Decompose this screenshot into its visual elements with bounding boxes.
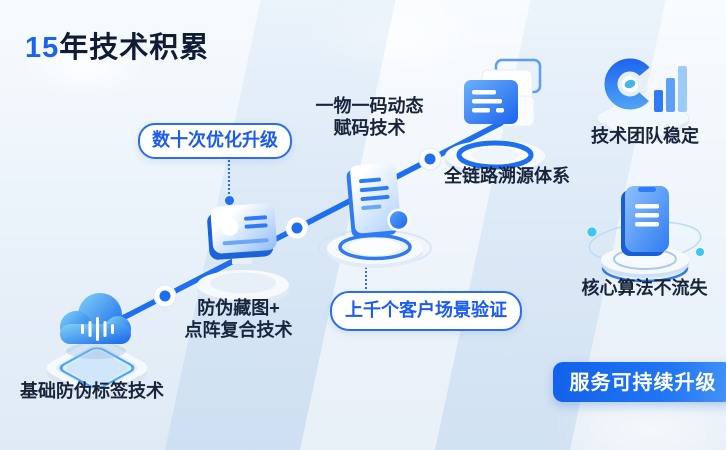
milestone-label: 全链路溯源体系	[444, 166, 570, 186]
milestone-traceability	[438, 52, 553, 182]
chart-icon	[596, 58, 690, 142]
id-card-icon	[197, 203, 289, 306]
dotted-connector	[228, 160, 230, 194]
title-text: 年技术积累	[59, 32, 210, 64]
service-upgrade-button[interactable]: 服务可持续升级	[553, 362, 726, 402]
badge-optimization: 数十次优化升级	[138, 123, 292, 159]
feature-core-algorithm	[583, 168, 708, 286]
milestone-label: 一物一码动态 赋码技术	[315, 96, 424, 138]
milestone-label: 基础防伪标签技术	[20, 381, 164, 401]
milestone-hidden-image	[188, 190, 298, 308]
milestone-one-code	[315, 148, 435, 273]
milestone-label: 防伪藏图+ 点阵复合技术	[184, 298, 293, 340]
page-title: 15年技术积累	[25, 24, 209, 66]
phone-icon	[587, 186, 704, 283]
dotted-connector	[365, 259, 367, 289]
stacked-cards-icon	[445, 58, 545, 177]
badge-validation: 上千个客户场景验证	[330, 291, 522, 331]
feature-label: 核心算法不流失	[581, 278, 708, 298]
feature-stable-team	[588, 42, 698, 142]
document-icon	[318, 162, 432, 268]
timeline-node	[153, 147, 442, 308]
cloud-icon	[46, 293, 148, 401]
milestone-base-label	[30, 272, 165, 407]
connector-dot	[225, 196, 234, 205]
feature-label: 技术团队稳定	[591, 126, 699, 146]
title-number: 15	[25, 32, 60, 64]
